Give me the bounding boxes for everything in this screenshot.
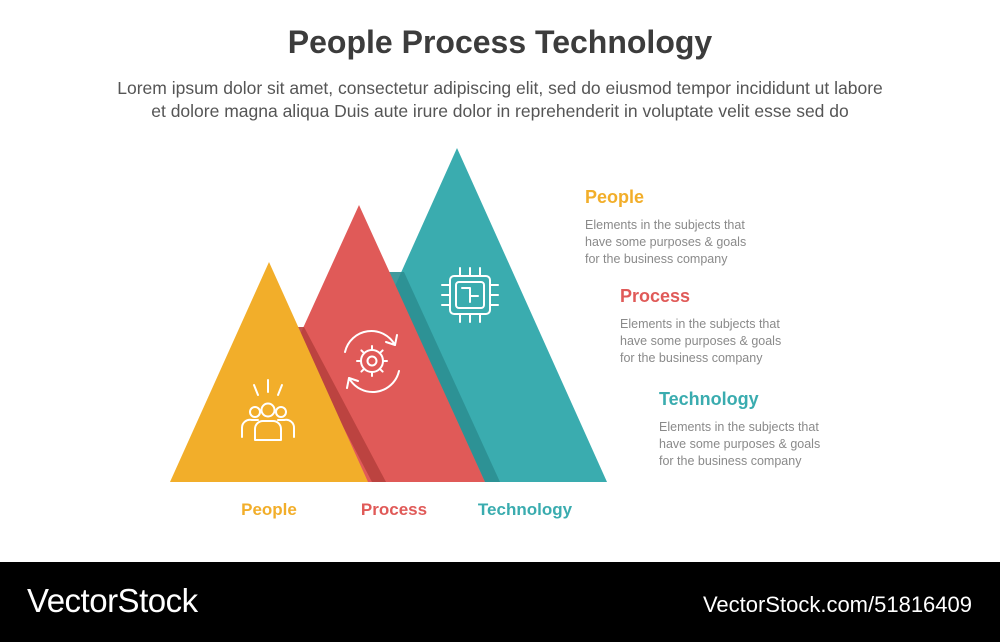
bottom-label-people: People bbox=[241, 500, 297, 519]
item-people-title: People bbox=[585, 187, 645, 207]
chip-icon bbox=[441, 267, 499, 323]
bottom-label-process: Process bbox=[360, 500, 428, 519]
item-process: Process Elements in the subjects that ha… bbox=[620, 286, 850, 367]
technology-triangle-shadow bbox=[389, 272, 500, 482]
brand-logo: VectorStock bbox=[27, 582, 198, 619]
item-people-desc-line: have some purposes & goals bbox=[585, 235, 747, 249]
page-title: People Process Technology bbox=[287, 24, 713, 60]
item-people: People Elements in the subjects that hav… bbox=[585, 187, 815, 268]
item-people-desc: Elements in the subjects that have some … bbox=[585, 217, 815, 268]
subtitle-line-1: Lorem ipsum dolor sit amet, consectetur … bbox=[117, 78, 883, 98]
item-technology-desc-line: Elements in the subjects that bbox=[659, 420, 819, 434]
people-triangle bbox=[170, 262, 368, 482]
bottom-label-technology: Technology bbox=[477, 500, 573, 519]
gear-cycle-icon bbox=[344, 329, 400, 394]
item-process-desc-line: Elements in the subjects that bbox=[620, 317, 780, 331]
item-technology-desc-line: have some purposes & goals bbox=[659, 437, 821, 451]
item-technology-desc: Elements in the subjects that have some … bbox=[659, 419, 889, 470]
item-process-desc-line: for the business company bbox=[620, 351, 763, 365]
footer-bar: VectorStock VectorStock.com/51816409 bbox=[0, 562, 1000, 642]
item-technology-desc-line: for the business company bbox=[659, 454, 802, 468]
group-icon bbox=[241, 379, 295, 441]
page-subtitle: Lorem ipsum dolor sit amet, consectetur … bbox=[0, 77, 1000, 123]
item-process-desc-line: have some purposes & goals bbox=[620, 334, 782, 348]
item-process-title: Process bbox=[620, 286, 691, 306]
item-people-desc-line: Elements in the subjects that bbox=[585, 218, 745, 232]
item-process-desc: Elements in the subjects that have some … bbox=[620, 316, 850, 367]
item-people-desc-line: for the business company bbox=[585, 252, 728, 266]
item-technology: Technology Elements in the subjects that… bbox=[659, 389, 889, 470]
subtitle-line-2: et dolore magna aliqua Duis aute irure d… bbox=[151, 101, 849, 121]
triangle-diagram bbox=[170, 148, 607, 482]
image-url: VectorStock.com/51816409 bbox=[702, 592, 972, 617]
item-technology-title: Technology bbox=[659, 389, 759, 409]
